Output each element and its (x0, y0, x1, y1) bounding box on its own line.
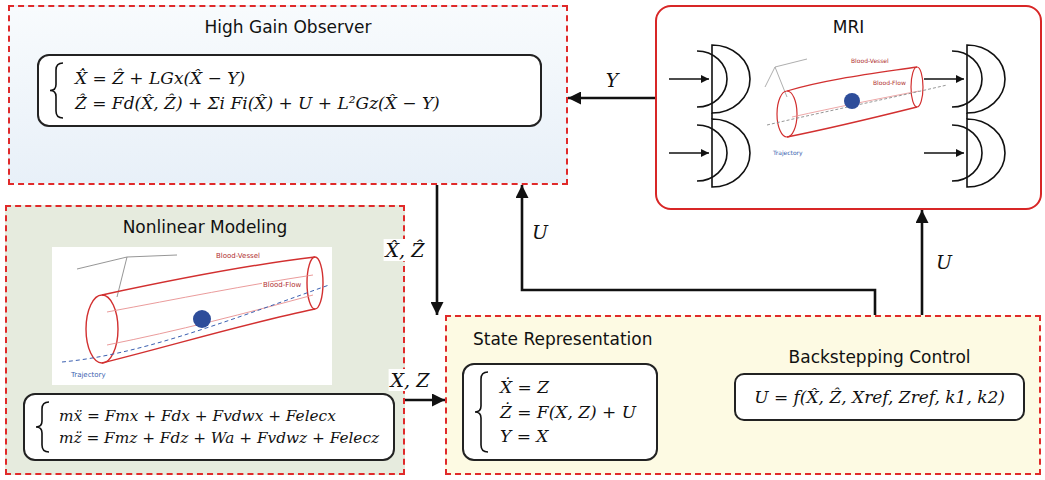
illustration-part (107, 275, 313, 312)
vessel (62, 255, 329, 363)
saddle-coil (669, 45, 750, 187)
equation-text: Ẋ = Z (500, 375, 636, 400)
signal-arrow (405, 399, 445, 402)
signal-label: X, Z (389, 369, 432, 391)
illustration-part (787, 67, 917, 91)
illustration-part (193, 310, 211, 328)
brace-symbol (47, 62, 67, 119)
illustration-part (712, 45, 750, 113)
control-box: Backstepping ControlU = f(X̂, Ẑ, Xref, Z… (734, 373, 1025, 421)
brace-stroke (475, 372, 488, 452)
heading: High Gain Observer (10, 7, 566, 38)
equation-text: X̂̇ = Ẑ + LGx(X̂ − Y) (75, 66, 520, 91)
equation-text: mẍ = Fmx + Fdx + Fvdwx + Felecx (59, 405, 379, 427)
illustration-part (77, 255, 177, 297)
signal-label: U (530, 221, 550, 243)
illustration-label: Blood-Flow (872, 80, 907, 87)
vessel (765, 59, 947, 137)
signal-label: U (934, 251, 954, 273)
signal-arrow (436, 185, 439, 315)
equation-text: Ż = F(X, Z) + U (500, 400, 636, 425)
equation-text: Ẑ̇ = Fd(X̂, Ẑ) + Σi Fi(X̂) + U + L²Gz(X̂… (75, 91, 520, 116)
brace-stroke (36, 402, 49, 452)
equation-text: U = f(X̂, Ẑ, Xref, Zref, k1, k2) (754, 387, 1005, 407)
illustration-part (669, 152, 709, 154)
illustration-label: Trajectory (70, 372, 107, 380)
illustration-part (102, 309, 315, 363)
signal-arrow (921, 210, 924, 315)
saddle-coil (924, 45, 1005, 187)
brace-symbol (472, 371, 492, 453)
illustration-part (711, 113, 713, 119)
heading: MRI (657, 7, 1040, 38)
illustration-ground (52, 247, 332, 385)
illustration-part (767, 85, 947, 125)
mri-panel: MRI (655, 5, 1042, 210)
illustration-part (777, 91, 797, 137)
illustration-label: Blood-Vessel (215, 253, 261, 261)
equation-box: X̂̇ = Ẑ + LGx(X̂ − Y)Ẑ̇ = Fd(X̂, Ẑ) + Σi… (37, 54, 542, 127)
equation-box: mẍ = Fmx + Fdx + Fvdwx + Felecxmz̈ = Fmz… (23, 393, 395, 461)
illustration-part (107, 295, 313, 345)
heading: State Representation (447, 317, 1039, 350)
illustration-part (307, 257, 323, 309)
illustration-part (787, 107, 917, 137)
illustration-label: Blood-Flow (262, 282, 302, 290)
illustration-part (844, 93, 860, 109)
model-panel: Nonlinear Modeling mẍ = Fmx + Fdx + Fvdwx… (5, 205, 405, 475)
heading: Backstepping Control (789, 347, 971, 367)
illustration-part (102, 257, 315, 295)
illustration-part (911, 67, 923, 107)
illustration-part (669, 78, 709, 80)
illustration-part (86, 295, 118, 363)
signal-arrow (568, 97, 655, 100)
equation-text: Y = X (500, 424, 636, 449)
illustration-label: Blood-Vessel (850, 58, 890, 65)
observer-panel: High Gain ObserverX̂̇ = Ẑ + LGx(X̂ − Y)Ẑ… (8, 5, 568, 185)
illustration-part (792, 91, 919, 117)
equation-text: mz̈ = Fmz + Fdz + Wa + Fvdwz + Felecz (59, 427, 379, 449)
illustration-label: Trajectory (772, 150, 804, 157)
illustration-part (712, 119, 750, 187)
signal-label: Y (604, 69, 621, 91)
illustration-part (62, 285, 329, 362)
equation-box: Ẋ = ZŻ = F(X, Z) + UY = X (462, 363, 658, 461)
heading: Nonlinear Modeling (7, 207, 403, 238)
brace-symbol (33, 401, 53, 453)
state-panel: State Representation Ẋ = ZŻ = F(X, Z) + U… (445, 315, 1041, 475)
signal-label: X̂, Ẑ (384, 239, 427, 261)
brace-stroke (50, 63, 63, 118)
